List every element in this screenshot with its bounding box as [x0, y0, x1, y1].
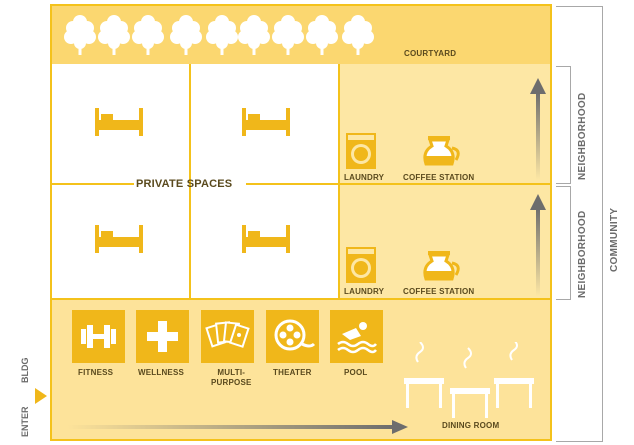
- swimmer-icon: [337, 322, 377, 354]
- wellness-tile: [136, 310, 189, 363]
- washing-machine-icon: [346, 133, 376, 169]
- private-spaces-area: [52, 64, 338, 300]
- coffee-pot-icon: [423, 136, 460, 166]
- theater-tile: [266, 310, 319, 363]
- multipurpose-label: MULTI- PURPOSE: [211, 368, 252, 387]
- bldg-label: BLDG: [20, 357, 30, 384]
- bed-icon: [242, 108, 290, 136]
- coffee-pot-icon: [423, 251, 460, 281]
- private-spaces-label: PRIVATE SPACES: [136, 178, 233, 190]
- bed-icon: [95, 108, 143, 136]
- laundry-label: LAUNDRY: [344, 287, 385, 296]
- bed-icon: [242, 225, 290, 253]
- bed-icon: [95, 225, 143, 253]
- community-bracket: [556, 6, 603, 442]
- dining-room-label: DINING ROOM: [442, 421, 500, 430]
- fitness-label: FITNESS: [78, 368, 114, 377]
- up-arrow-icon: [530, 78, 546, 180]
- wellness-label: WELLNESS: [138, 368, 185, 377]
- multipurpose-tile: [201, 310, 254, 363]
- coffee-station-label: COFFEE STATION: [403, 173, 475, 182]
- coffee-station-label: COFFEE STATION: [403, 287, 475, 296]
- neighborhood-bracket: [556, 66, 571, 184]
- community-label: COMMUNITY: [609, 207, 620, 272]
- film-reel-icon: [274, 319, 316, 351]
- dining-tables-icon: [404, 342, 534, 418]
- right-arrow-icon: [68, 420, 408, 434]
- courtyard-label: COURTYARD: [404, 49, 457, 58]
- amenities-divider: [52, 298, 550, 300]
- theater-label: THEATER: [273, 368, 312, 377]
- fitness-tile: [72, 310, 125, 363]
- neighborhood-bracket: [556, 186, 571, 300]
- shared-divider-horizontal: [338, 183, 550, 185]
- up-arrow-icon: [530, 194, 546, 296]
- shared-divider-vertical: [338, 64, 340, 300]
- private-divider-right: [246, 183, 338, 185]
- pool-tile: [330, 310, 383, 363]
- washing-machine-icon: [346, 247, 376, 283]
- trees-row: [64, 15, 374, 55]
- private-divider-vertical: [189, 64, 191, 300]
- enter-arrow-icon: [35, 388, 47, 404]
- cards-icon: [205, 321, 250, 348]
- laundry-label: LAUNDRY: [344, 173, 385, 182]
- dumbbell-icon: [81, 325, 116, 348]
- private-divider-left: [52, 183, 134, 185]
- pool-label: POOL: [344, 368, 368, 377]
- plus-cross-icon: [147, 321, 178, 352]
- enter-label: ENTER: [20, 406, 30, 437]
